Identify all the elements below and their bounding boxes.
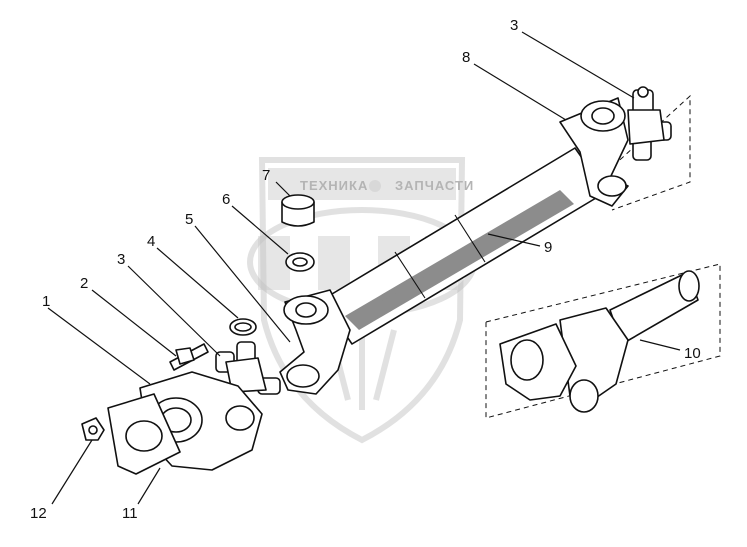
dashed-boundary-lower [485, 263, 721, 419]
callout-1: 1 [42, 293, 50, 310]
tube-yoke-right [559, 97, 629, 207]
gasket [107, 393, 181, 475]
callout-2: 2 [80, 275, 88, 292]
watermark-right-text: ЗАПЧАСТИ [395, 178, 474, 193]
watermark-shield [258, 157, 466, 444]
callout-3-lower: 3 [117, 251, 125, 268]
cross-spider-lower [215, 341, 281, 395]
callout-9: 9 [544, 239, 552, 256]
splined-shaft-yoke [499, 270, 700, 413]
watermark-left-text: ТЕХНИКА [300, 178, 368, 193]
bolt [169, 343, 209, 371]
callout-11: 11 [122, 505, 138, 522]
callout-10: 10 [684, 345, 701, 362]
callout-4: 4 [147, 233, 155, 250]
bearing-cap [281, 194, 315, 227]
gear-icon [369, 180, 381, 192]
nut [81, 417, 105, 441]
leader-lines [47, 31, 681, 505]
dashed-boundary-upper [599, 94, 691, 211]
tube-yoke-left [279, 289, 351, 395]
o-ring [229, 318, 257, 336]
callout-8: 8 [462, 49, 470, 66]
callout-12: 12 [30, 505, 47, 522]
callout-7: 7 [262, 167, 270, 184]
seal-washer [285, 252, 315, 272]
callout-5: 5 [185, 211, 193, 228]
callout-3-upper: 3 [510, 17, 518, 34]
watermark-shield-top-band [268, 168, 456, 200]
cross-spider-upper [627, 86, 672, 161]
callout-6: 6 [222, 191, 230, 208]
